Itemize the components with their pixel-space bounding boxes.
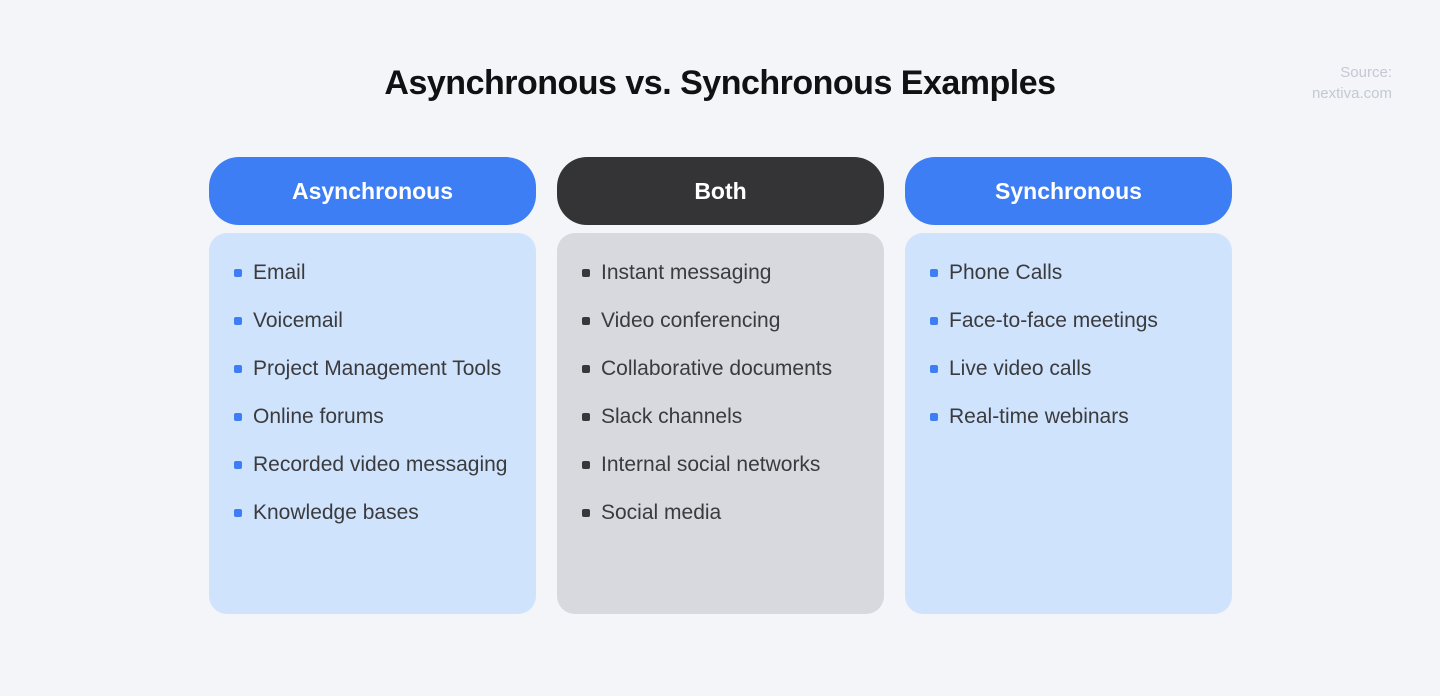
- list-item: Collaborative documents: [582, 355, 864, 383]
- bullet-square-icon: [234, 317, 242, 325]
- page-header: Asynchronous vs. Synchronous Examples So…: [0, 0, 1440, 103]
- list-item-label: Collaborative documents: [601, 357, 833, 380]
- bullet-square-icon: [930, 269, 938, 277]
- list-item-label: Instant messaging: [601, 261, 772, 284]
- list-item-label: Video conferencing: [601, 309, 781, 332]
- bullet-square-icon: [234, 461, 242, 469]
- list-item: Knowledge bases: [234, 499, 516, 527]
- bullet-square-icon: [234, 509, 242, 517]
- bullet-square-icon: [930, 413, 938, 421]
- list-item-label: Project Management Tools: [253, 357, 502, 380]
- column-header-label: Both: [694, 177, 747, 204]
- source-label: Source:: [1340, 64, 1392, 81]
- column-header-label: Asynchronous: [291, 177, 454, 204]
- bullet-square-icon: [582, 413, 590, 421]
- bullet-square-icon: [582, 365, 590, 373]
- source-domain: nextiva.com: [1311, 85, 1392, 102]
- bullet-square-icon: [234, 413, 242, 421]
- list-item: Face-to-face meetings: [930, 307, 1212, 335]
- list-item-label: Social media: [601, 501, 722, 524]
- list-item-label: Recorded video messaging: [253, 453, 508, 476]
- list-item: Phone Calls: [930, 259, 1212, 287]
- column-header-label: Synchronous: [995, 177, 1142, 204]
- bullet-square-icon: [234, 365, 242, 373]
- page-title: Asynchronous vs. Synchronous Examples: [384, 64, 1056, 102]
- list-item-label: Knowledge bases: [253, 501, 419, 524]
- list-item-label: Internal social networks: [601, 453, 821, 476]
- list-item-label: Phone Calls: [949, 261, 1063, 284]
- list-item-label: Live video calls: [949, 357, 1092, 380]
- column-header-both: Both: [557, 157, 884, 225]
- bullet-square-icon: [582, 269, 590, 277]
- list-item: Social media: [582, 499, 864, 527]
- list-item: Internal social networks: [582, 451, 864, 479]
- bullet-square-icon: [930, 365, 938, 373]
- list-item-label: Real-time webinars: [949, 405, 1129, 428]
- list-item-label: Email: [253, 261, 306, 284]
- column-header-synchronous: Synchronous: [905, 157, 1232, 225]
- list-item-label: Online forums: [253, 405, 384, 428]
- bullet-square-icon: [234, 269, 242, 277]
- list-item: Live video calls: [930, 355, 1212, 383]
- list-item: Recorded video messaging: [234, 451, 516, 479]
- list-item: Real-time webinars: [930, 403, 1212, 431]
- list-item: Instant messaging: [582, 259, 864, 287]
- bullet-square-icon: [930, 317, 938, 325]
- list-item-label: Face-to-face meetings: [949, 309, 1158, 332]
- bullet-square-icon: [582, 317, 590, 325]
- column-header-asynchronous: Asynchronous: [209, 157, 536, 225]
- list-item: Slack channels: [582, 403, 864, 431]
- bullet-square-icon: [582, 461, 590, 469]
- bullet-square-icon: [582, 509, 590, 517]
- list-item: Video conferencing: [582, 307, 864, 335]
- list-item: Project Management Tools: [234, 355, 516, 383]
- list-item: Email: [234, 259, 516, 287]
- list-item-label: Slack channels: [601, 405, 743, 428]
- list-item: Online forums: [234, 403, 516, 431]
- list-item-label: Voicemail: [253, 309, 343, 332]
- source-attribution: Source: nextiva.com: [1312, 62, 1392, 104]
- list-item: Voicemail: [234, 307, 516, 335]
